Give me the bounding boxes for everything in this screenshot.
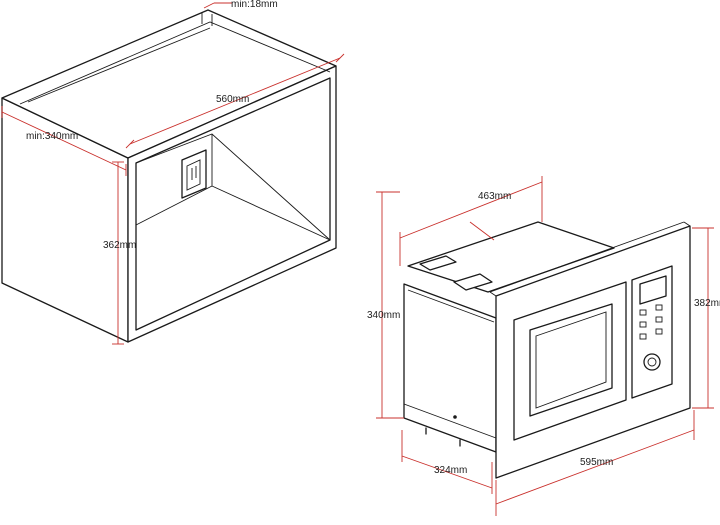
microwave-window [529, 303, 613, 417]
dial-knob-icon [643, 353, 661, 371]
cabinet-wall-label: min:18mm [231, 0, 278, 10]
cabinet-drawing: min:18mm 560mm min:340mm 362mm [1, 0, 345, 345]
cabinet-top-groove [19, 21, 331, 105]
microwave-frame [495, 225, 691, 479]
cabinet-width-label: 560mm [216, 94, 249, 105]
frame-width-dim-line [495, 429, 695, 505]
control-panel [631, 265, 673, 399]
microwave-door [513, 281, 627, 441]
microwave-height-label: 340mm [367, 310, 400, 321]
cabinet-depth-dim-line [1, 111, 127, 171]
cabinet-depth-label: min:340mm [26, 131, 78, 142]
microwave-depth-dim-line [401, 455, 493, 489]
cabinet-height-label: 362mm [103, 240, 136, 251]
frame-width-label: 595mm [580, 457, 613, 468]
microwave-width-dim-line [399, 181, 543, 239]
control-buttons [639, 304, 663, 340]
screw-hole-icon [453, 415, 457, 419]
frame-height-label: 382mm [694, 298, 720, 309]
microwave-width-label: 463mm [478, 191, 511, 202]
socket-bracket [181, 149, 207, 199]
cabinet-width-dim-line [129, 57, 341, 145]
display-icon [639, 275, 667, 305]
microwave-depth-label: 324mm [434, 465, 467, 476]
cabinet-front-face [127, 65, 337, 343]
microwave-drawing: 463mm 340mm 382mm 324mm 595mm [367, 176, 720, 516]
microwave-body-side [403, 283, 497, 453]
